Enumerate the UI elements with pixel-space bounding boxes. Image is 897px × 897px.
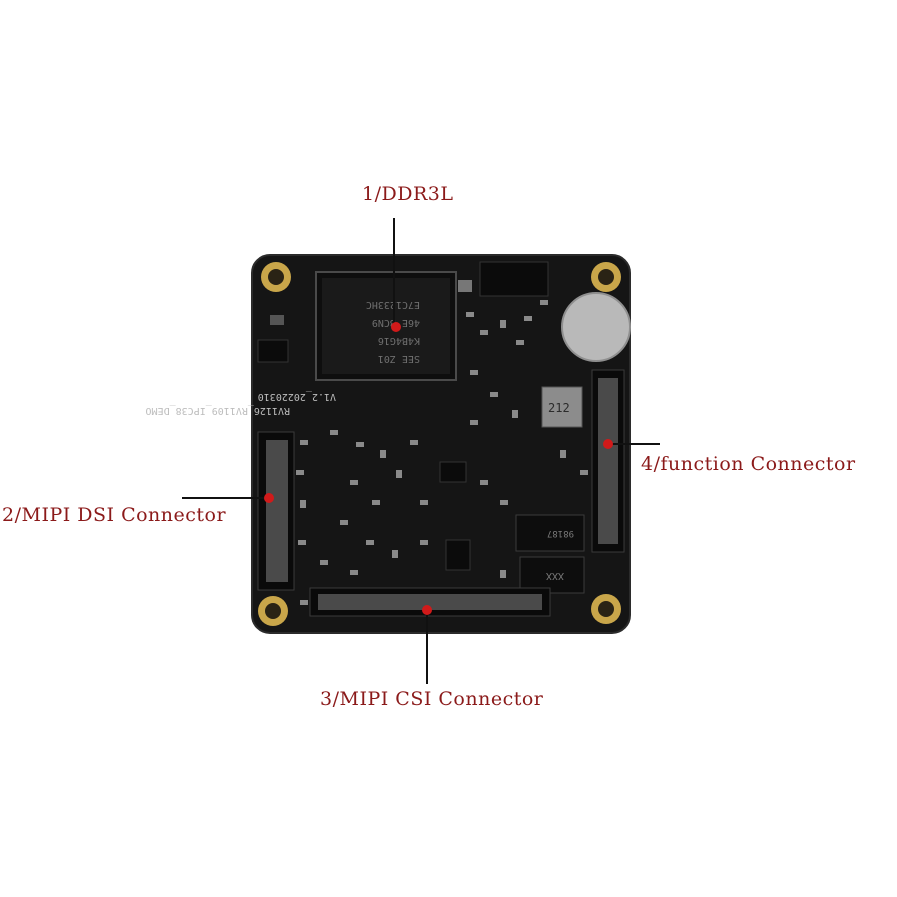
csi-marker-dot [422, 605, 432, 615]
dsi-label: 2/MIPI DSI Connector [2, 504, 227, 526]
chip-marking-3: K4B4G16 [378, 335, 420, 346]
silkscreen-model: RV1126_RV1109_IPC38_DEMO [146, 405, 291, 416]
ic-chip-1 [541, 386, 583, 428]
func-marker-dot [603, 439, 613, 449]
ddr-label: 1/DDR3L [362, 183, 454, 205]
func-label: 4/function Connector [641, 453, 856, 475]
ic-chip-3-text: XXX [546, 570, 564, 581]
coin-battery [561, 292, 631, 362]
dsi-marker-dot [264, 493, 274, 503]
chip-marking-1: E7C1233HC [366, 299, 420, 310]
silkscreen-version: V1.2_20220310 [258, 391, 336, 402]
dsi-connector [257, 431, 295, 591]
function-connector [591, 369, 625, 553]
ic-chip-2 [515, 514, 585, 552]
ic-chip-2-text: 98187 [547, 528, 574, 538]
chip-marking-4: SEE Z01 [378, 353, 420, 364]
ic-chip-3 [519, 556, 585, 594]
mounting-holes [258, 262, 621, 626]
smd-components [296, 300, 588, 605]
csi-label: 3/MIPI CSI Connector [320, 688, 544, 710]
ddr-chip: E7C1233HC 46E BCN9 K4B4G16 SEE Z01 [315, 271, 457, 381]
ddr-marker-dot [391, 322, 401, 332]
ic-chip-1-text: 212 [548, 401, 570, 415]
